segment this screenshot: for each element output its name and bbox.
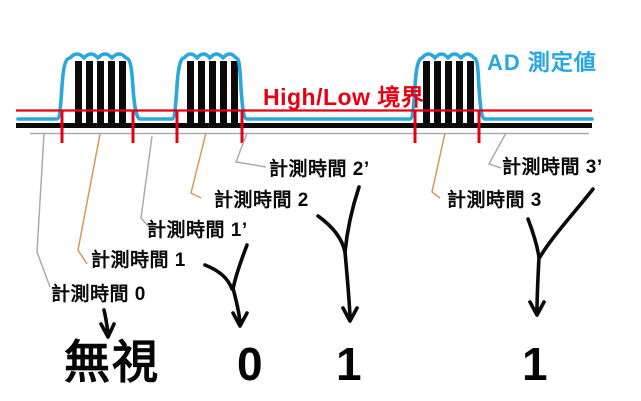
leader-line-t1: [77, 133, 101, 265]
measure-time-2-label: 計測時間 2: [214, 190, 309, 211]
result-ignore: 無視: [64, 336, 160, 388]
arrow-bit2-stem: [535, 255, 541, 313]
leader-line-t3: [431, 132, 446, 199]
arrow-bit1-left: [316, 214, 347, 254]
leader-line-t3p: [487, 132, 507, 169]
arrow-bit2-head: [528, 300, 546, 317]
result-bit-0: 0: [237, 338, 263, 390]
arrow-ignore-head: [99, 322, 116, 339]
leader-line-t0: [36, 133, 51, 288]
measure-time-3-label: 計測時間 3: [447, 190, 542, 211]
arrow-bit0-stem: [231, 286, 242, 324]
carrier-bars-burst1: [75, 61, 126, 128]
signal-baseline: [16, 123, 592, 128]
signal-envelope-path: [16, 52, 594, 121]
decision-arrows: [99, 185, 595, 339]
leader-lines-low: [36, 132, 507, 288]
result-bit-2: 1: [522, 338, 548, 390]
measure-time-2p-label: 計測時間 2’: [269, 159, 370, 180]
arrow-bit1-head: [341, 306, 359, 323]
carrier-bars-burst3: [423, 61, 474, 128]
measure-time-1p-label: 計測時間 1’: [147, 220, 248, 241]
burst-boundary-ticks: [60, 110, 481, 143]
leader-line-t2: [190, 132, 207, 199]
leader-line-t1p: [140, 135, 153, 229]
arrow-bit1-stem: [343, 250, 352, 318]
arrow-bit0-head: [231, 311, 249, 328]
measure-time-3p-label: 計測時間 3’: [502, 157, 603, 178]
measure-time-1-label: 計測時間 1: [91, 250, 186, 271]
leader-lines-high: [77, 132, 446, 265]
result-bit-1: 1: [336, 338, 362, 390]
threshold-legend-label: High/Low 境界: [263, 84, 425, 110]
arrow-bit0-left: [203, 263, 234, 291]
arrow-ignore: [102, 308, 110, 335]
arrow-bit0-right: [231, 243, 249, 291]
arrow-bit1-right: [343, 185, 361, 254]
carrier-bars-burst2: [187, 61, 238, 128]
leader-line-t2p: [234, 132, 267, 168]
arrow-bit2-right: [538, 187, 595, 259]
signal-legend-label: AD 測定値: [487, 50, 597, 75]
arrow-bit2-left: [526, 217, 541, 259]
measure-time-0-label: 計測時間 0: [51, 284, 146, 305]
